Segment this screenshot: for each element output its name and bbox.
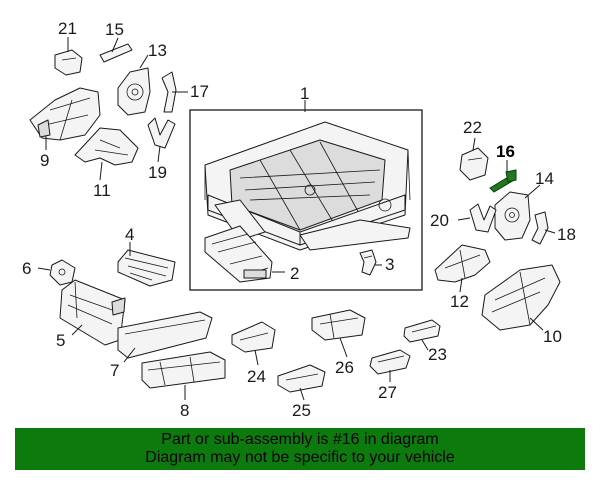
- callout-13: 13: [148, 41, 167, 60]
- part-5-front-cover[interactable]: [59, 279, 126, 346]
- callout-9: 9: [40, 151, 49, 170]
- callout-22: 22: [463, 118, 482, 137]
- callout-11: 11: [93, 181, 111, 200]
- callout-18: 18: [557, 225, 576, 244]
- callout-16-highlighted: 16: [496, 142, 515, 161]
- part-19-hook-bracket[interactable]: [147, 117, 176, 149]
- callout-23: 23: [428, 345, 447, 364]
- part-9-side-shield[interactable]: [29, 87, 101, 141]
- part-15-strip[interactable]: [99, 43, 133, 63]
- part-10-outer-shield[interactable]: [481, 264, 561, 331]
- part-7-side-trim[interactable]: [117, 311, 213, 359]
- callout-labels: 1 2 3 4 5 6 7 8 9 10 11 12 13 14 15 16 1…: [22, 19, 576, 420]
- banner-line-1: Part or sub-assembly is #16 in diagram: [161, 431, 439, 448]
- info-banner: Part or sub-assembly is #16 in diagram D…: [15, 428, 585, 470]
- callout-6: 6: [22, 259, 31, 278]
- callout-4: 4: [125, 225, 134, 244]
- callout-14: 14: [535, 169, 554, 188]
- part-21-clip[interactable]: [54, 49, 83, 76]
- part-27-trim-piece[interactable]: [369, 349, 411, 375]
- callout-7: 7: [110, 361, 119, 380]
- banner-line-2: Diagram may not be specific to your vehi…: [145, 449, 455, 466]
- callout-1: 1: [300, 84, 309, 103]
- part-13-recliner-cover[interactable]: [117, 67, 151, 116]
- part-17-curved-bracket[interactable]: [161, 71, 177, 113]
- callout-21: 21: [58, 19, 77, 38]
- callout-26: 26: [335, 358, 354, 377]
- callout-3: 3: [385, 255, 394, 274]
- part-23-small-trim[interactable]: [403, 319, 441, 343]
- callout-17: 17: [190, 82, 209, 101]
- callout-8: 8: [180, 401, 189, 420]
- part-24-trim-piece[interactable]: [231, 321, 276, 353]
- part-3-bracket[interactable]: [359, 249, 377, 276]
- callout-20: 20: [430, 211, 449, 230]
- part-22-clip[interactable]: [459, 147, 489, 181]
- part-6-clip[interactable]: [49, 259, 76, 286]
- leader-lines: [37, 37, 556, 401]
- part-26-trim-panel[interactable]: [311, 309, 366, 341]
- part-1-seat-frame[interactable]: [189, 109, 423, 291]
- callout-25: 25: [292, 401, 311, 420]
- callout-5: 5: [56, 331, 65, 350]
- callout-10: 10: [543, 327, 562, 346]
- part-8-lower-trim[interactable]: [141, 351, 226, 389]
- part-25-trim-piece[interactable]: [277, 364, 326, 393]
- part-12-side-bracket[interactable]: [434, 244, 491, 283]
- callout-24: 24: [247, 367, 266, 386]
- part-2-seat-track[interactable]: [204, 225, 273, 283]
- callout-15: 15: [105, 20, 124, 39]
- part-11-wire-bracket[interactable]: [74, 127, 139, 166]
- callout-12: 12: [450, 292, 469, 311]
- part-4-control-module[interactable]: [117, 249, 176, 287]
- callout-27: 27: [378, 383, 397, 402]
- callout-2: 2: [290, 264, 299, 283]
- part-20-hook-bracket[interactable]: [469, 203, 497, 233]
- callout-19: 19: [148, 163, 167, 182]
- part-16-highlighted[interactable]: [489, 169, 517, 193]
- part-14-recliner-cover[interactable]: [494, 191, 531, 241]
- part-18-curved-bracket[interactable]: [531, 211, 549, 245]
